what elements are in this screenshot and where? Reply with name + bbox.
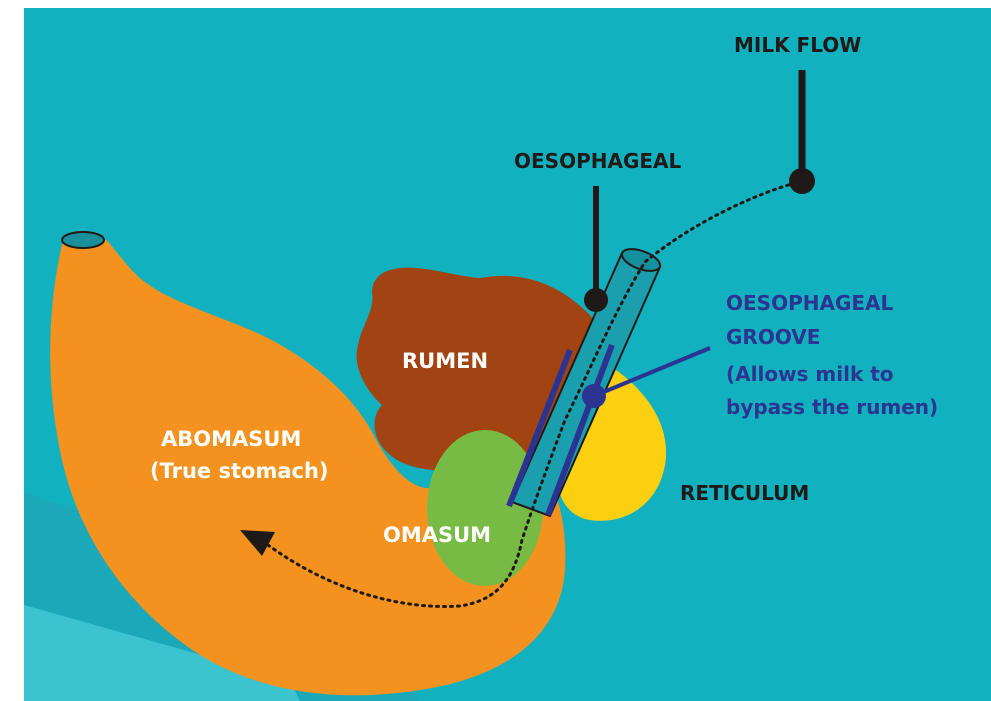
milk-flow-label: MILK FLOW xyxy=(734,33,861,57)
groove-label-line2: GROOVE xyxy=(726,325,820,349)
abomasum-opening xyxy=(62,232,104,248)
rumen-label: RUMEN xyxy=(402,349,488,373)
groove-pointer-dot xyxy=(582,384,606,408)
groove-label-line1: OESOPHAGEAL xyxy=(726,291,894,315)
top-border xyxy=(0,0,991,8)
oesophageal-label: OESOPHAGEAL xyxy=(514,149,682,173)
groove-label-line4: bypass the rumen) xyxy=(726,395,938,419)
left-border xyxy=(0,0,24,701)
milk-flow-pointer-dot xyxy=(789,168,815,194)
omasum-label: OMASUM xyxy=(383,523,491,547)
abomasum-label-line2: (True stomach) xyxy=(150,459,329,483)
oesophageal-pointer-dot xyxy=(584,288,608,312)
groove-label-line3: (Allows milk to xyxy=(726,362,894,386)
reticulum-label: RETICULUM xyxy=(680,481,809,505)
abomasum-label-line1: ABOMASUM xyxy=(161,427,301,451)
